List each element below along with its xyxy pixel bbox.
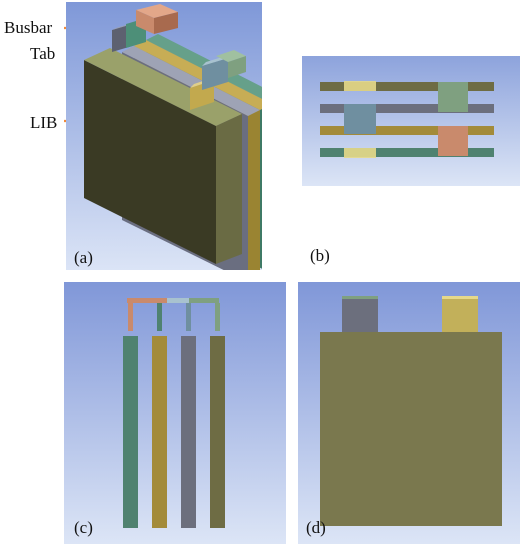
busbar-copper-top	[136, 4, 178, 18]
panel-c: (c)	[64, 282, 286, 544]
panel-a: (a)	[66, 2, 262, 270]
side-cell-4	[210, 336, 225, 528]
top-tab-4	[344, 148, 376, 158]
panel-a-label: (a)	[74, 248, 93, 267]
top-busbar-copper	[438, 126, 468, 156]
side-tab-3	[186, 303, 191, 331]
side-busbar-blue	[167, 298, 189, 303]
top-busbar-blue	[344, 104, 376, 134]
front-tab-gray	[342, 296, 378, 332]
top-busbar-green	[438, 82, 468, 112]
tab-blue	[202, 58, 228, 90]
top-strip-3	[320, 126, 494, 135]
panel-d: (d)	[298, 282, 520, 544]
lib-side-face	[216, 114, 242, 264]
lib-front-face	[84, 60, 216, 264]
side-cell-3	[181, 336, 196, 528]
side-busbar-green	[189, 298, 219, 303]
side-cell-2	[152, 336, 167, 528]
top-tab-1	[344, 81, 376, 91]
side-busbar-copper	[127, 298, 167, 303]
side-tab-4	[215, 303, 220, 331]
panel-b-label-outside: (b)	[310, 246, 330, 265]
side-cell-1	[123, 336, 138, 528]
busbar-label: Busbar	[4, 18, 53, 37]
top-strip-1	[320, 82, 494, 91]
side-tab-1	[128, 303, 133, 331]
front-lib-face	[320, 332, 502, 526]
front-tab-yellow	[442, 296, 478, 332]
top-strip-4	[320, 148, 494, 157]
busbar-green-top	[216, 50, 246, 62]
side-tab-2	[157, 303, 162, 331]
busbar-copper-front	[136, 10, 154, 34]
panel-c-label: (c)	[74, 518, 93, 537]
lib-label: LIB	[30, 113, 58, 132]
top-strip-2	[320, 104, 494, 113]
tab-label: Tab	[30, 44, 56, 63]
panel-b: (b)	[302, 56, 520, 186]
panel-d-label: (d)	[306, 518, 326, 537]
lib-top-face	[84, 48, 242, 126]
